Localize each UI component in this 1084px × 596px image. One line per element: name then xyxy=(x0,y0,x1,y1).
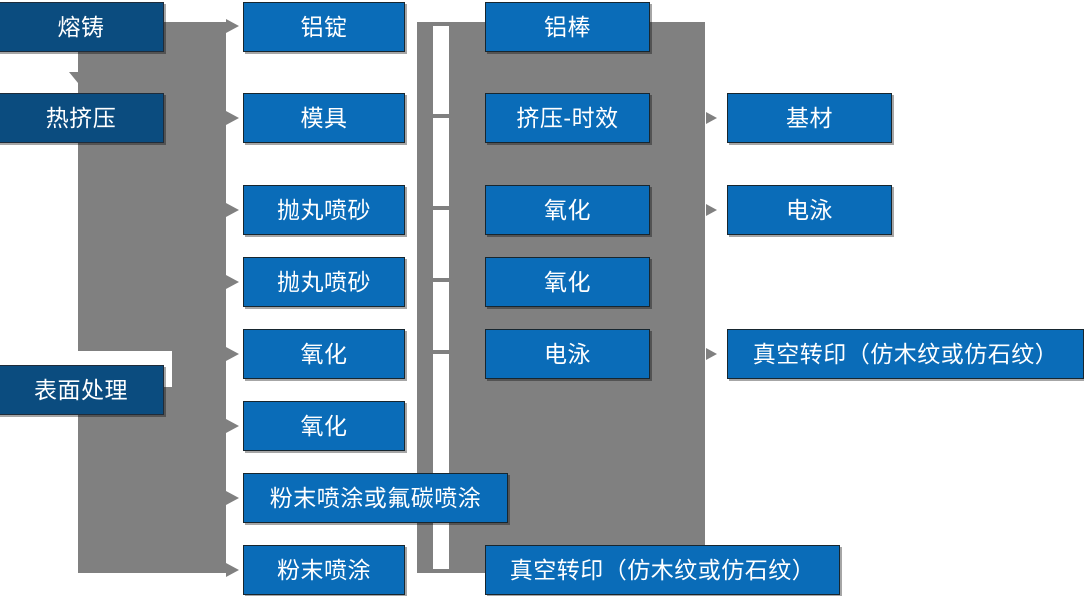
node-vacuum-transfer-right-label: 真空转印（仿木纹或仿石纹） xyxy=(752,340,1059,367)
node-vacuum-transfer-bottom[interactable]: 真空转印（仿木纹或仿石纹） xyxy=(485,545,840,595)
node-oxidation-1[interactable]: 氧化 xyxy=(243,329,405,379)
node-aluminum-bar-label: 铝棒 xyxy=(544,13,591,40)
arrow-to-oxidation-2 xyxy=(226,419,239,433)
connector-tick-1 xyxy=(433,22,449,26)
node-shot-blasting-2[interactable]: 抛丸喷砂 xyxy=(243,257,405,307)
node-electrophoresis-2-label: 电泳 xyxy=(786,196,833,223)
connector-tick-6 xyxy=(433,569,449,573)
connector-tick-4 xyxy=(433,278,449,282)
node-aluminum-bar[interactable]: 铝棒 xyxy=(485,2,650,52)
arrow-to-powder-coating xyxy=(226,563,239,577)
node-extrusion-aging[interactable]: 挤压-时效 xyxy=(485,93,650,143)
connector-tick-2 xyxy=(433,114,449,118)
node-electrophoresis-1-label: 电泳 xyxy=(544,340,591,367)
arrow-to-aluminum-ingot xyxy=(226,19,239,33)
node-base-material-label: 基材 xyxy=(786,104,833,131)
connector-tick-5 xyxy=(433,350,449,354)
arrow-to-powder-or-fluorocarbon xyxy=(226,491,239,505)
connector-stub-surface xyxy=(163,387,183,391)
connector-arrow-melt-to-extrusion xyxy=(69,72,87,83)
node-surface-treatment-label: 表面处理 xyxy=(34,376,128,403)
node-oxidation-1-label: 氧化 xyxy=(300,340,348,367)
node-hot-extrusion-label: 热挤压 xyxy=(45,104,117,131)
arrow-to-shot-blasting-1 xyxy=(226,203,239,217)
arrow-to-electrophoresis-2 xyxy=(706,204,717,216)
node-oxidation-3[interactable]: 氧化 xyxy=(485,185,650,235)
node-aluminum-ingot-label: 铝锭 xyxy=(300,13,348,40)
node-melt-cast[interactable]: 熔铸 xyxy=(0,2,164,52)
node-shot-blasting-1[interactable]: 抛丸喷砂 xyxy=(243,185,405,235)
node-shot-blasting-1-label: 抛丸喷砂 xyxy=(277,196,371,223)
node-powder-or-fluorocarbon[interactable]: 粉末喷涂或氟碳喷涂 xyxy=(243,473,508,523)
node-base-material[interactable]: 基材 xyxy=(727,93,892,143)
node-hot-extrusion[interactable]: 热挤压 xyxy=(0,93,164,143)
node-powder-or-fluorocarbon-label: 粉末喷涂或氟碳喷涂 xyxy=(269,484,482,511)
node-surface-treatment[interactable]: 表面处理 xyxy=(0,365,164,415)
node-powder-coating[interactable]: 粉末喷涂 xyxy=(243,545,405,595)
node-oxidation-3-label: 氧化 xyxy=(544,196,591,223)
node-oxidation-4[interactable]: 氧化 xyxy=(485,257,650,307)
node-electrophoresis-1[interactable]: 电泳 xyxy=(485,329,650,379)
arrow-to-base-material xyxy=(706,112,717,124)
arrow-to-shot-blasting-2 xyxy=(226,275,239,289)
arrow-to-oxidation-1 xyxy=(226,347,239,361)
node-electrophoresis-2[interactable]: 电泳 xyxy=(727,185,892,235)
arrow-to-mold xyxy=(226,111,239,125)
node-mold[interactable]: 模具 xyxy=(243,93,405,143)
node-aluminum-ingot[interactable]: 铝锭 xyxy=(243,2,405,52)
node-melt-cast-label: 熔铸 xyxy=(57,13,105,40)
node-powder-coating-label: 粉末喷涂 xyxy=(277,556,371,583)
node-shot-blasting-2-label: 抛丸喷砂 xyxy=(277,268,371,295)
node-oxidation-2-label: 氧化 xyxy=(300,412,348,439)
arrow-to-vacuum-transfer-right xyxy=(706,348,717,360)
node-vacuum-transfer-right[interactable]: 真空转印（仿木纹或仿石纹） xyxy=(727,329,1084,379)
connector-spine-col2 xyxy=(417,22,433,573)
connector-tick-3 xyxy=(433,206,449,210)
node-oxidation-2[interactable]: 氧化 xyxy=(243,401,405,451)
node-oxidation-4-label: 氧化 xyxy=(544,268,591,295)
node-extrusion-aging-label: 挤压-时效 xyxy=(516,104,619,131)
node-mold-label: 模具 xyxy=(300,104,348,131)
node-vacuum-transfer-bottom-label: 真空转印（仿木纹或仿石纹） xyxy=(509,556,816,583)
